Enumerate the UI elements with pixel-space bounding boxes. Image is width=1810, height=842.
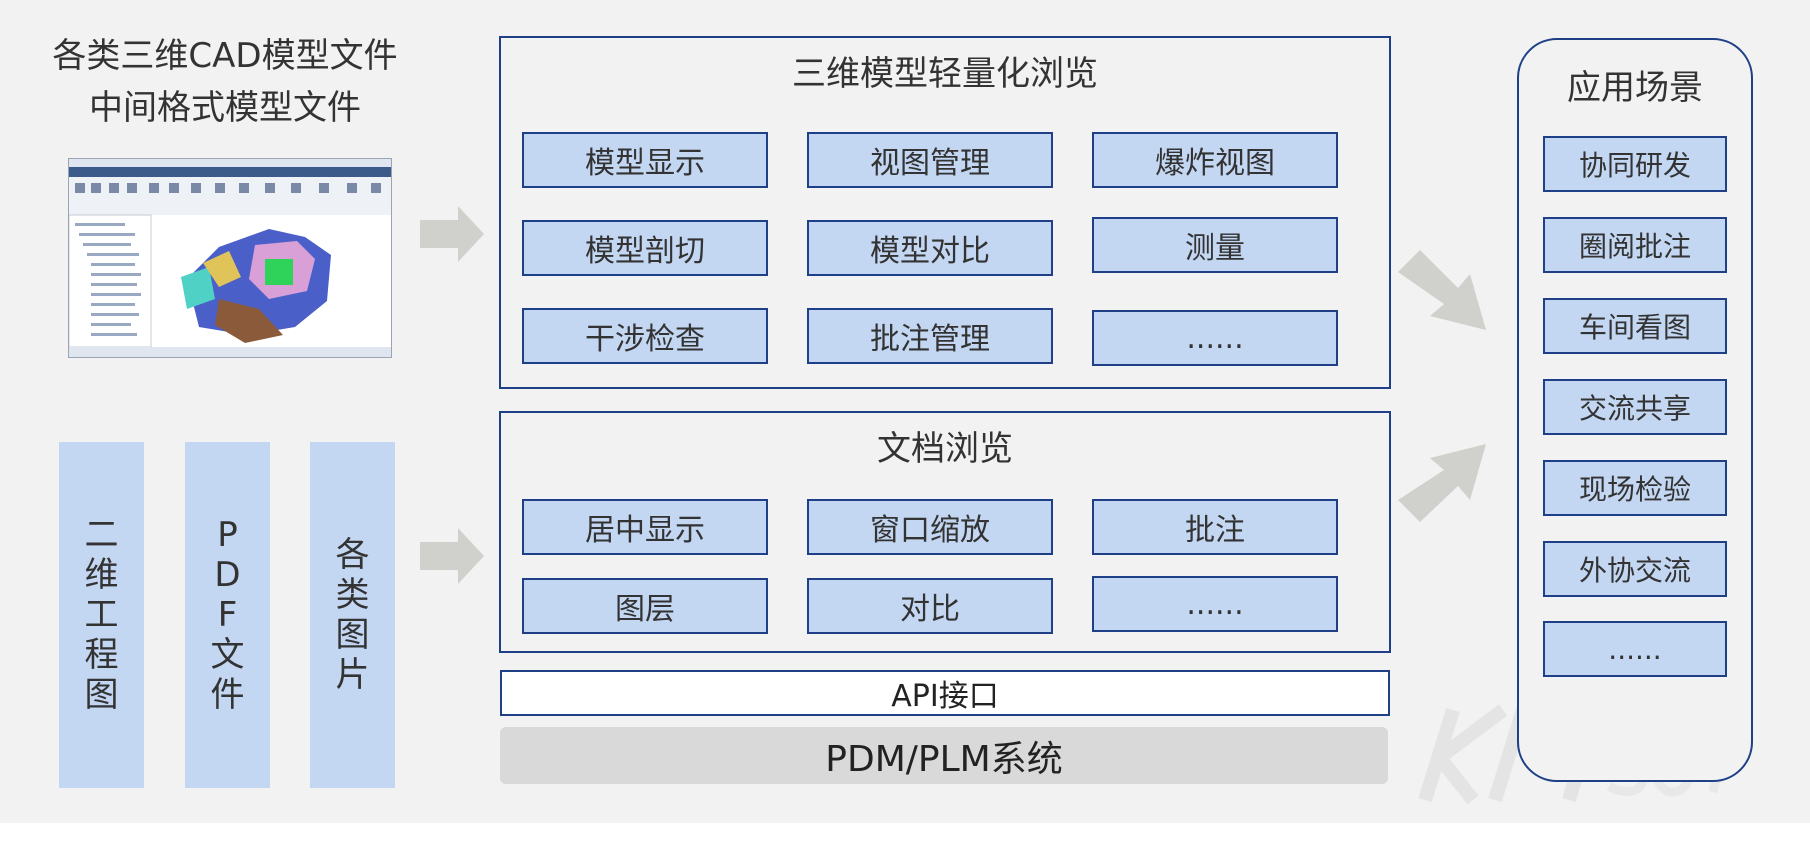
pdm-plm-system-bar: PDM/PLM系统 [500, 727, 1388, 784]
cad-input-title-line2: 中间格式模型文件 [89, 88, 361, 128]
diagonal-arrow-icon [1398, 250, 1486, 330]
model-browse-section: 三维模型轻量化浏览 模型显示 视图管理 爆炸视图 模型剖切 模型对比 测量 干涉… [499, 36, 1391, 389]
feature-interference-check: 干涉检查 [522, 308, 768, 364]
scenario-collaborative-rd: 协同研发 [1543, 136, 1727, 192]
feature-measure: 测量 [1092, 217, 1338, 273]
feature-more: ...... [1092, 310, 1338, 366]
bar-char: 工 [84, 595, 119, 635]
feature-model-display: 模型显示 [522, 132, 768, 188]
bar-char: F [217, 595, 238, 635]
feature-view-management: 视图管理 [807, 132, 1053, 188]
bar-char: 图 [335, 615, 370, 655]
scenario-workshop-viewing: 车间看图 [1543, 298, 1727, 354]
diagonal-arrow-icon [1398, 444, 1486, 522]
application-scenarios-title: 应用场景 [1567, 68, 1703, 108]
bar-char: 程 [84, 635, 119, 675]
doc-browse-title: 文档浏览 [877, 429, 1013, 469]
scenario-communication-sharing: 交流共享 [1543, 379, 1727, 435]
feature-more: ...... [1092, 576, 1338, 632]
feature-compare: 对比 [807, 578, 1053, 634]
scenario-outsourcing-communication: 外协交流 [1543, 541, 1727, 597]
feature-exploded-view: 爆炸视图 [1092, 132, 1338, 188]
cad-input-title: 各类三维CAD模型文件 中间格式模型文件 [30, 30, 420, 134]
right-arrow-icon [420, 528, 484, 584]
cad-screenshot-drawing [69, 159, 391, 357]
bar-char: 维 [84, 555, 119, 595]
doc-input-bar-2d-drawing: 二 维 工 程 图 [59, 442, 144, 788]
bar-char: 图 [84, 675, 119, 715]
scenario-onsite-inspection: 现场检验 [1543, 460, 1727, 516]
right-arrow-icon [420, 206, 484, 262]
bar-char: 片 [335, 655, 370, 695]
scenario-more: ...... [1543, 621, 1727, 677]
bar-char: 类 [335, 575, 370, 615]
cad-software-screenshot-image [68, 158, 392, 358]
doc-input-bar-images: 各 类 图 片 [310, 442, 395, 788]
feature-model-compare: 模型对比 [807, 220, 1053, 276]
doc-browse-section: 文档浏览 居中显示 窗口缩放 批注 图层 对比 ...... [499, 411, 1391, 653]
feature-center-display: 居中显示 [522, 499, 768, 555]
doc-input-bar-pdf: P D F 文 件 [185, 442, 270, 788]
api-interface-bar: API接口 [500, 670, 1390, 716]
bar-char: D [214, 555, 241, 595]
model-browse-title: 三维模型轻量化浏览 [792, 54, 1098, 94]
feature-annotate: 批注 [1092, 499, 1338, 555]
bar-char: P [217, 515, 238, 555]
application-scenarios-panel: 应用场景 协同研发 圈阅批注 车间看图 交流共享 现场检验 外协交流 .....… [1517, 38, 1753, 782]
scenario-review-annotation: 圈阅批注 [1543, 217, 1727, 273]
cad-input-title-line1: 各类三维CAD模型文件 [52, 36, 398, 76]
bar-char: 二 [84, 515, 119, 555]
feature-model-section-cut: 模型剖切 [522, 220, 768, 276]
feature-layers: 图层 [522, 578, 768, 634]
bar-char: 件 [210, 675, 245, 715]
feature-window-zoom: 窗口缩放 [807, 499, 1053, 555]
bar-char: 文 [210, 635, 245, 675]
bar-char: 各 [335, 535, 370, 575]
feature-annotation-management: 批注管理 [807, 308, 1053, 364]
